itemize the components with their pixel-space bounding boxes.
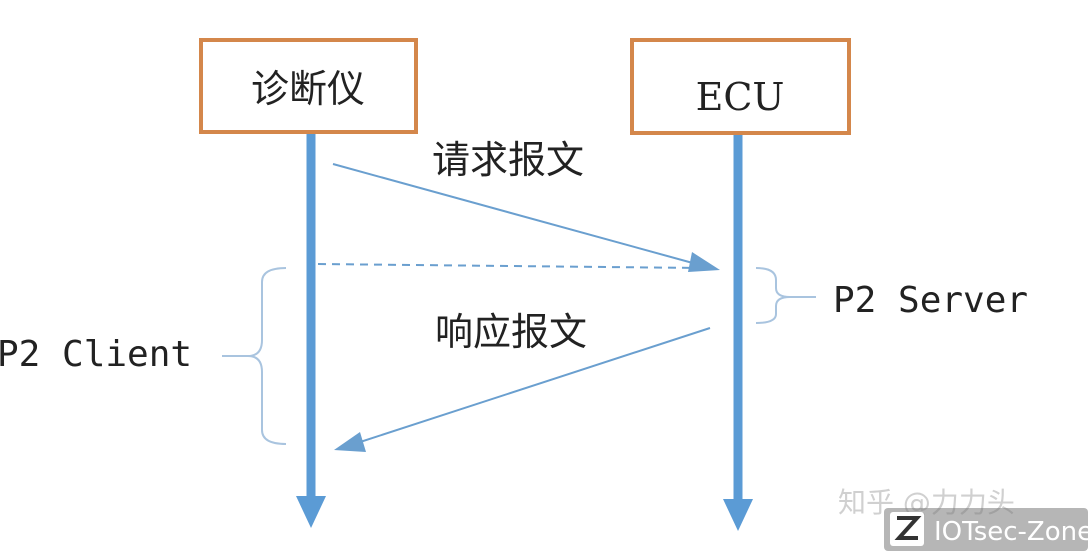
- tester-box: [199, 38, 418, 134]
- iotsec-badge: IOTsec-Zone: [884, 508, 1088, 551]
- ecu-label: ECU: [696, 75, 785, 119]
- ecu-lifeline-arrowhead: [723, 499, 753, 531]
- response-arrowhead: [334, 432, 366, 452]
- request-arrowhead: [688, 252, 720, 272]
- p2-dashed-line: [317, 263, 701, 269]
- badge-logo-z-icon: [894, 516, 922, 540]
- ecu-box: [630, 38, 851, 135]
- p2-server-bracket: [755, 267, 791, 324]
- badge-label: IOTsec-Zone: [934, 517, 1088, 547]
- p2-client-bracket: [247, 267, 287, 445]
- response-arrow: [353, 327, 711, 445]
- badge-background: [884, 508, 1088, 551]
- request-label: 请求报文: [432, 138, 584, 182]
- response-label: 响应报文: [435, 310, 587, 354]
- p2-client-label: P2 Client: [0, 334, 192, 375]
- p2-server-label: P2 Server: [833, 280, 1028, 321]
- tester-label: 诊断仪: [251, 67, 365, 111]
- tester-lifeline-arrowhead: [296, 496, 326, 528]
- request-arrow: [332, 163, 701, 266]
